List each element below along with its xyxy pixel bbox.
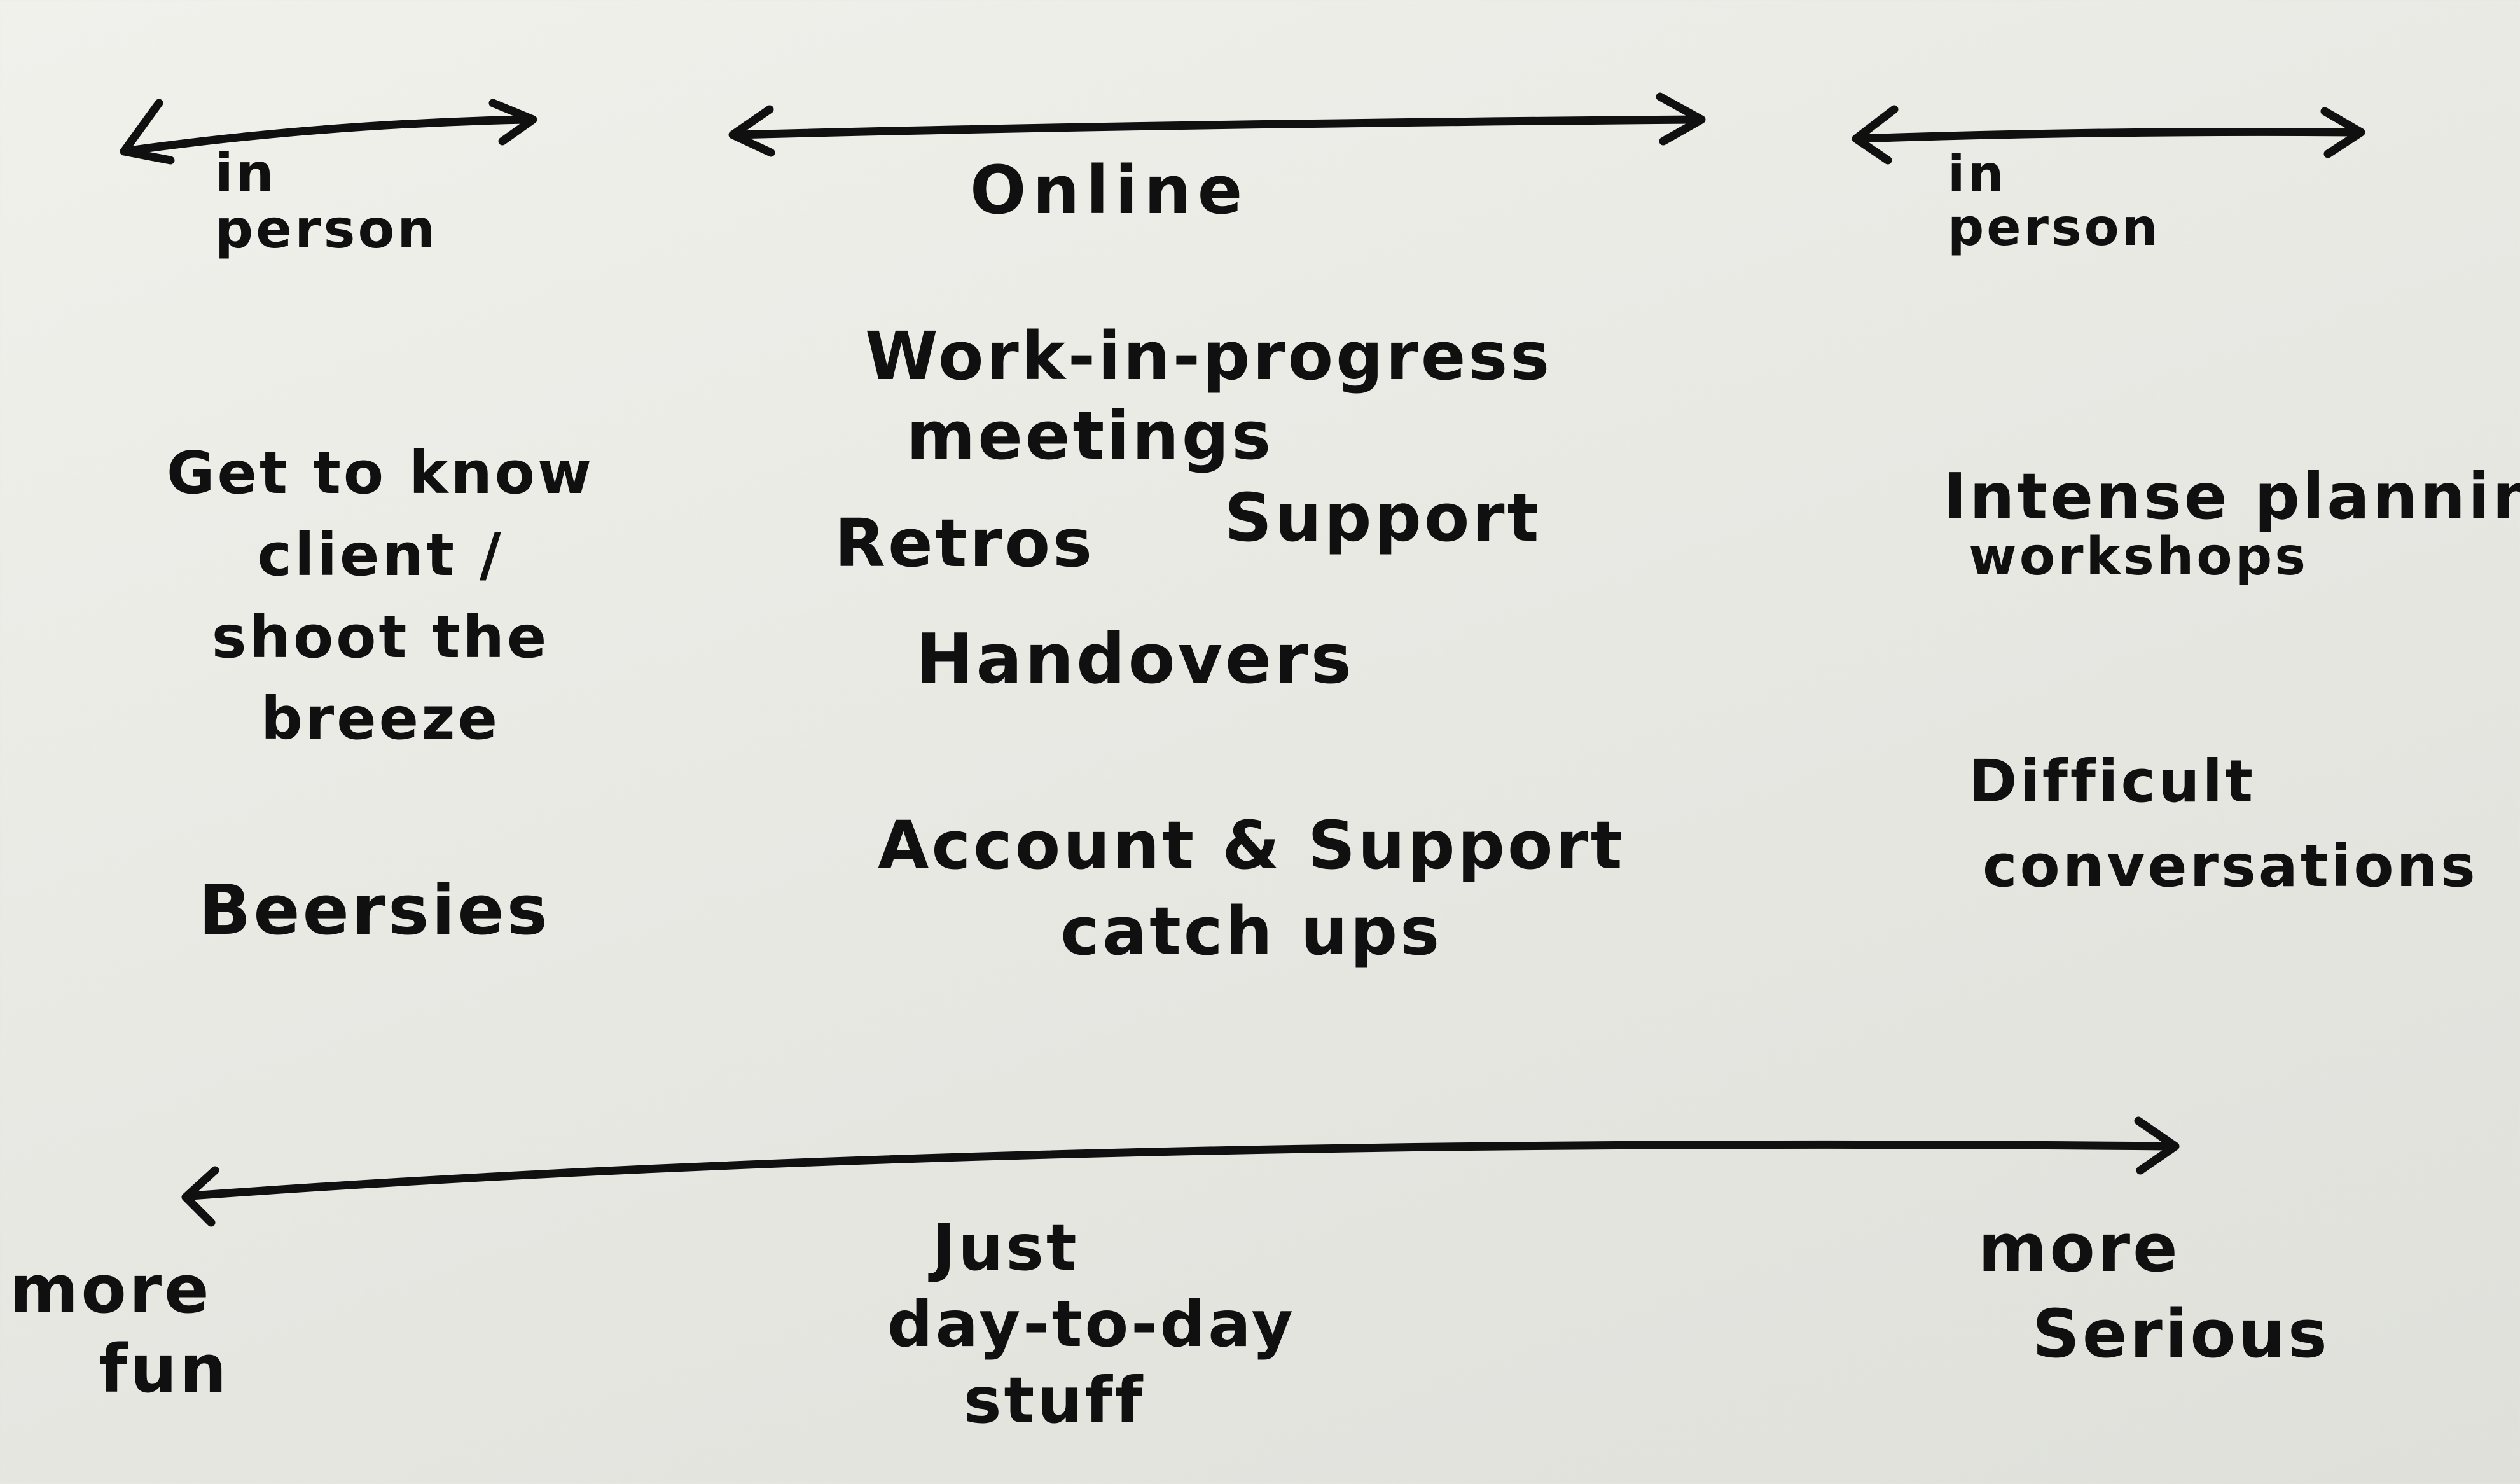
more-serious-line1: more	[1978, 1209, 2180, 1287]
more-fun-line2: fun	[99, 1329, 230, 1408]
more-fun-label: more fun	[10, 1250, 229, 1409]
handovers-note: Handovers	[916, 620, 1354, 699]
planning-workshops-line1: Intense planning	[1943, 459, 2520, 534]
difficult-conversations-line1: Difficult	[1969, 747, 2256, 815]
top-right-label-line1: in	[1948, 144, 2007, 204]
top-left-label-line2: person	[215, 198, 438, 261]
more-fun-line1: more	[10, 1251, 212, 1328]
top-right-double-arrow	[1852, 105, 2365, 165]
get-to-know-line3: shoot the	[211, 602, 550, 671]
day-to-day-line1: Just	[932, 1210, 1079, 1285]
difficult-conversations-note: Difficult conversations	[1969, 739, 2478, 909]
planning-workshops-note: Intense planning workshops	[1943, 463, 2520, 585]
top-right-label: in person	[1948, 148, 2161, 254]
get-to-know-line4: breeze	[261, 684, 500, 753]
wip-meetings-note: Work-in-progress meetings	[865, 317, 1552, 476]
top-right-label-line2: person	[1948, 198, 2161, 257]
top-center-label: Online	[970, 151, 1249, 229]
day-to-day-label: Just day-to-day stuff	[887, 1210, 1296, 1439]
support-note: Support	[1224, 479, 1542, 557]
account-catchups-note: Account & Support catch ups	[878, 803, 1624, 974]
retros-note: Retros	[834, 504, 1095, 582]
planning-workshops-line2: workshops	[1969, 527, 2309, 587]
day-to-day-line2: day-to-day	[887, 1287, 1296, 1361]
top-left-label-line1: in	[215, 142, 277, 204]
more-serious-line2: Serious	[2032, 1295, 2330, 1373]
get-to-know-client-note: Get to know client / shoot the breeze	[167, 433, 594, 760]
account-catchups-line1: Account & Support	[878, 807, 1625, 884]
beersies-note: Beersies	[198, 871, 550, 950]
top-left-label: in person	[215, 142, 438, 261]
difficult-conversations-line2: conversations	[1983, 832, 2478, 901]
top-left-double-arrow	[120, 99, 537, 165]
day-to-day-line3: stuff	[964, 1363, 1146, 1438]
get-to-know-line2: client /	[257, 520, 504, 589]
more-serious-label: more Serious	[1978, 1205, 2330, 1377]
account-catchups-line2: catch ups	[1060, 892, 1443, 971]
get-to-know-line1: Get to know	[167, 439, 595, 507]
top-center-double-arrow	[728, 92, 1706, 157]
wip-meetings-line1: Work-in-progress	[865, 317, 1553, 395]
wip-meetings-line2: meetings	[906, 396, 1274, 475]
bottom-double-arrow	[181, 1116, 2180, 1227]
